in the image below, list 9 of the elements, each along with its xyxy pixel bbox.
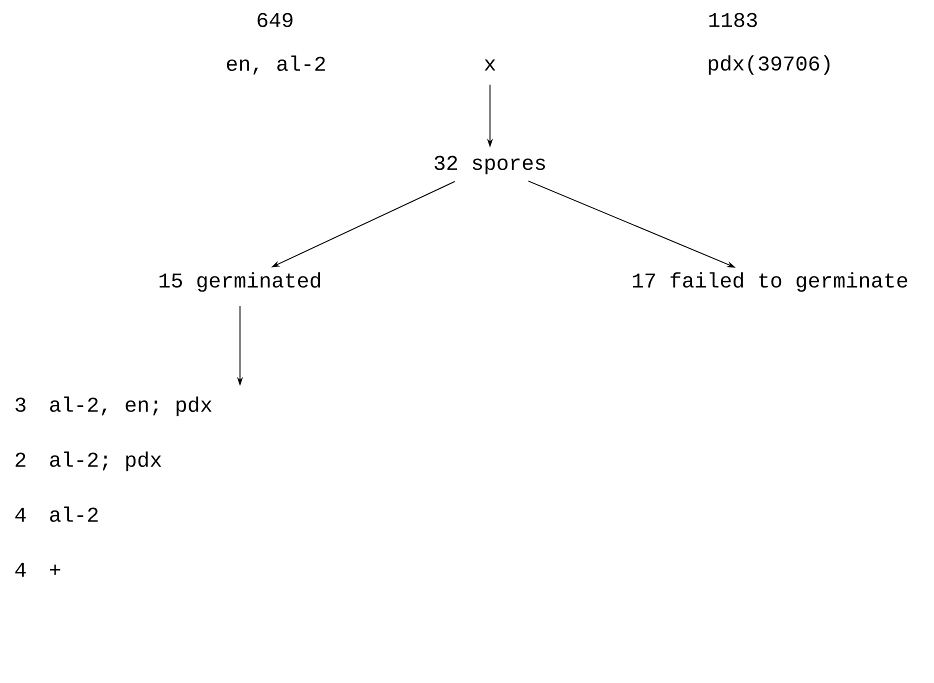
strain-number: 1183	[709, 12, 757, 28]
count-text: 32 spores	[434, 156, 545, 174]
count-text: 15 germinated	[160, 272, 320, 292]
genotype-text: en, al-2	[226, 56, 325, 74]
count-text: 17 failed to germinate	[632, 272, 908, 292]
strain-number: 649	[258, 12, 292, 28]
cross-sign: x	[484, 59, 496, 71]
progeny-table: 3 al-2, en; pdx 2 al-2; pdx 4 al-2 4 +	[15, 396, 212, 577]
genotype-text: pdx(39706)	[708, 55, 830, 75]
